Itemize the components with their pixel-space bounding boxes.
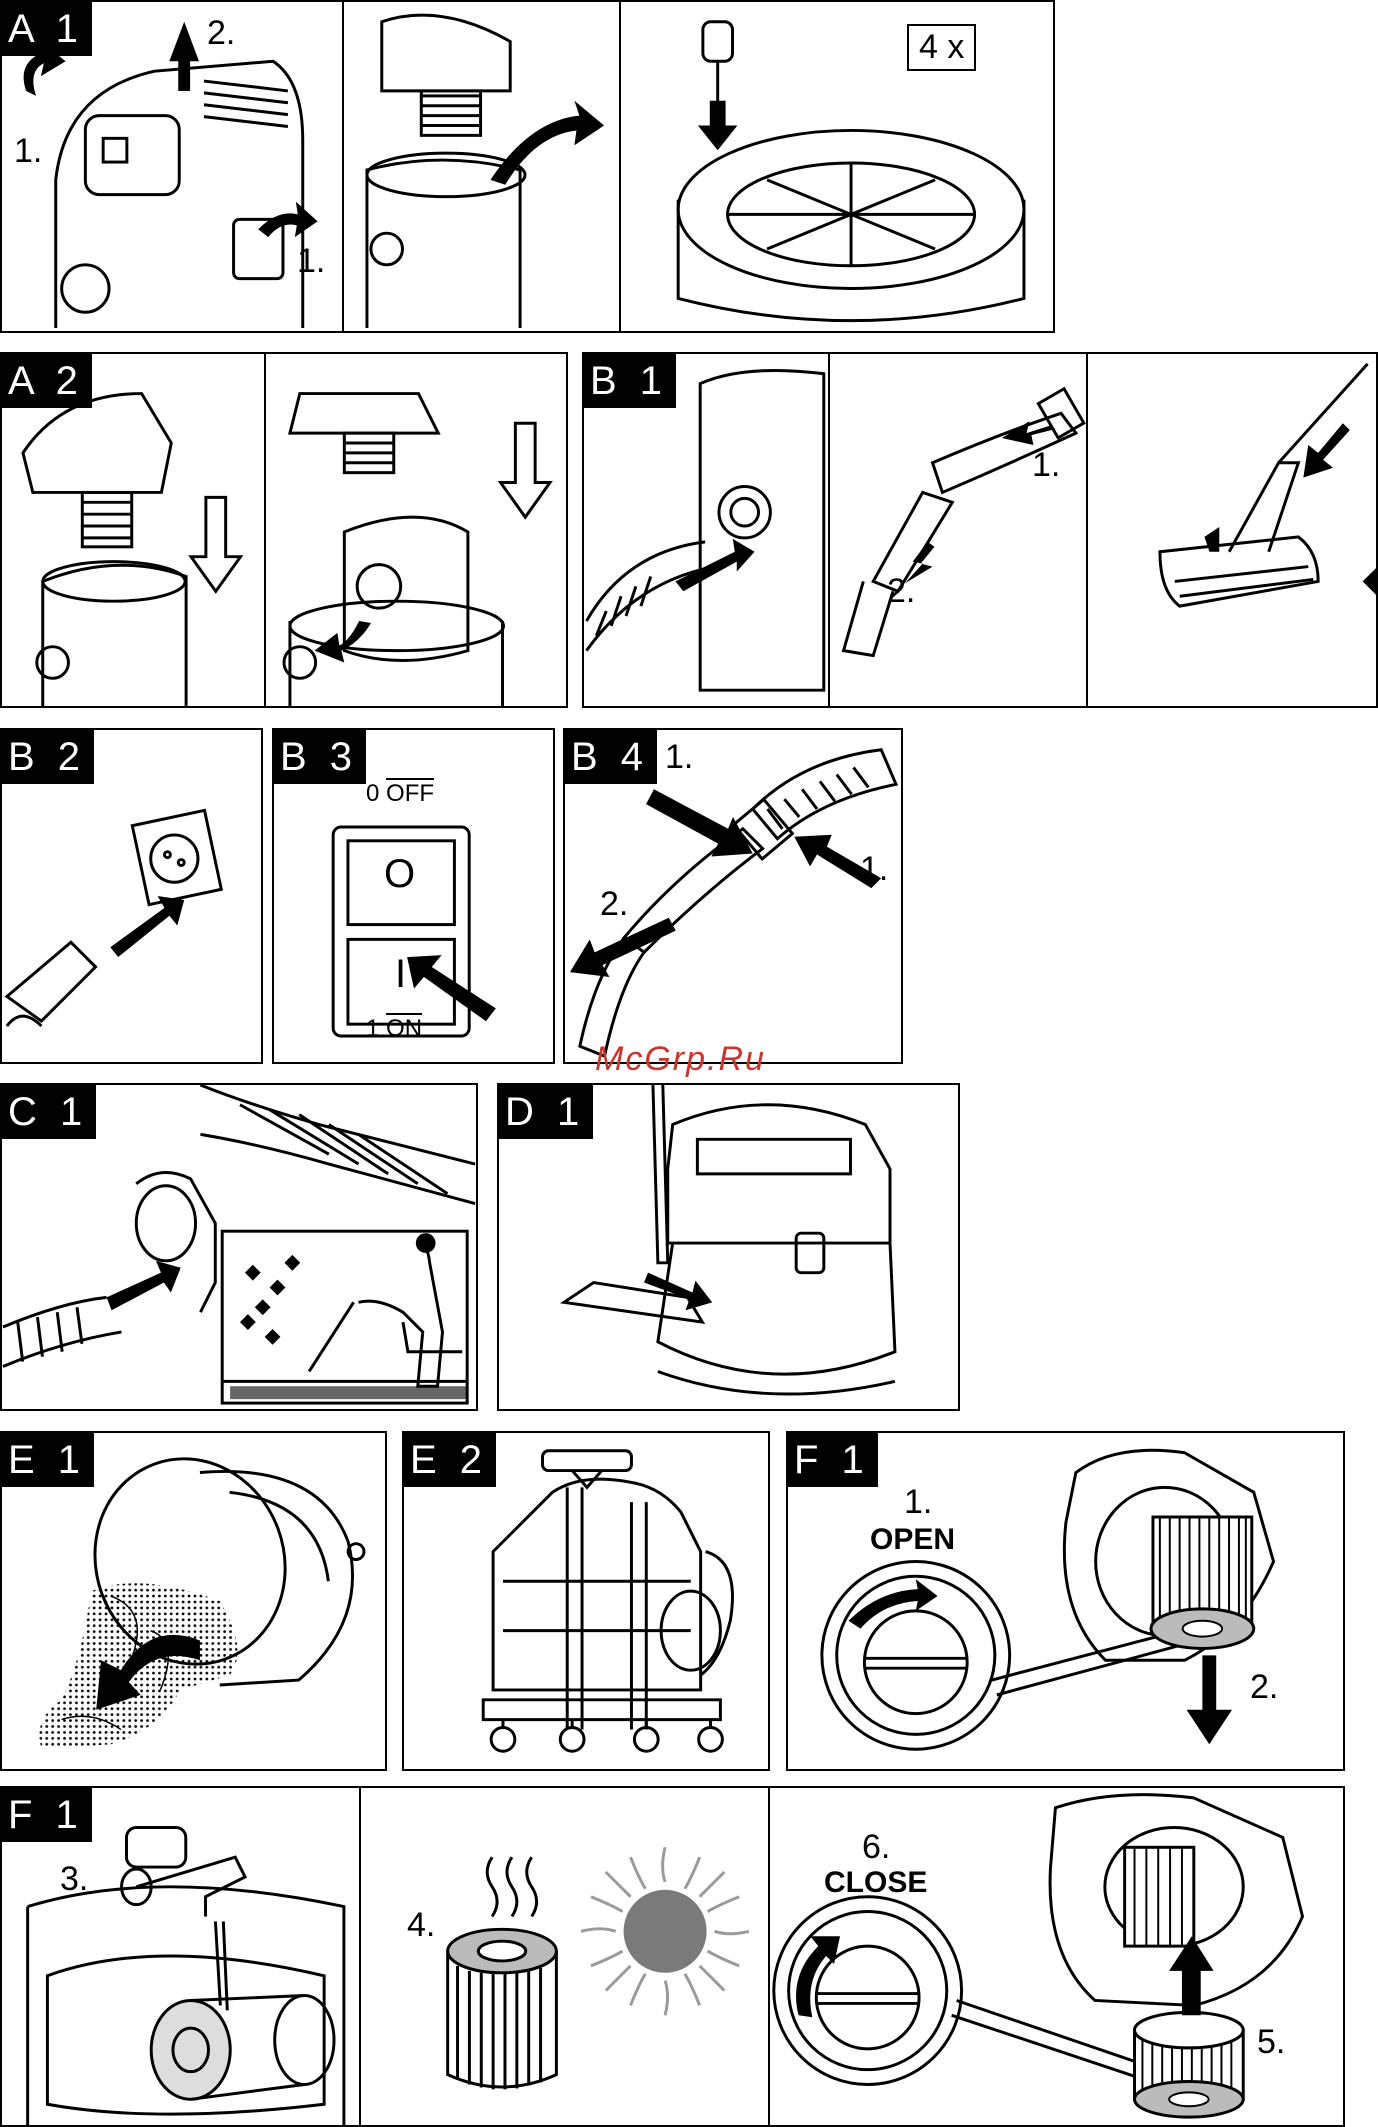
panel-tag: E 1	[2, 1433, 94, 1487]
switch-key-on[interactable]: I	[395, 952, 406, 997]
step-label: 2.	[887, 572, 915, 611]
step-label: 1.	[904, 1483, 932, 1522]
panel-tag: F 1	[2, 1788, 92, 1842]
step-label: 2.	[600, 885, 628, 924]
step-label: 1.	[1032, 446, 1060, 485]
panel-e1: E 1	[0, 1431, 387, 1771]
step-label: 1.	[14, 132, 42, 171]
b1-illustration	[584, 354, 1376, 706]
panel-a2: A 2	[0, 352, 568, 708]
step-label: 1.	[665, 738, 693, 777]
step-label: 1.	[860, 850, 888, 889]
step-label: 1.	[297, 242, 325, 281]
f1-bottom-illustration	[2, 1788, 1343, 2125]
panel-tag: D 1	[499, 1085, 593, 1139]
on-word: ON	[386, 1015, 422, 1042]
a1-illustration	[2, 2, 1053, 331]
watermark: McGrp.Ru	[595, 1040, 766, 1079]
panel-tag: B 3	[274, 730, 366, 784]
panel-b2: B 2	[0, 728, 263, 1064]
panel-b3: B 3 0 OFF O I 1 ON	[272, 728, 555, 1064]
panel-tag: B 4	[565, 730, 657, 784]
close-label: CLOSE	[824, 1866, 927, 1900]
panel-e2: E 2	[402, 1431, 770, 1771]
panel-tag: B 2	[2, 730, 94, 784]
panel-tag: A 2	[2, 354, 92, 408]
step-label: 4.	[407, 1906, 435, 1945]
step-label: 2.	[1250, 1668, 1278, 1707]
panel-tag: C 1	[2, 1085, 96, 1139]
switch-key-off[interactable]: O	[384, 852, 415, 897]
step-label: 6.	[862, 1828, 890, 1867]
panel-c1: C 1	[0, 1083, 478, 1411]
panel-b4: B 4 1. 1. 2.	[563, 728, 903, 1064]
panel-f1-remove-filter: F 1 1. OPEN 2.	[786, 1431, 1345, 1771]
panel-tag: B 1	[584, 354, 676, 408]
panel-tag: F 1	[788, 1433, 878, 1487]
switch-off-label: 0 OFF	[366, 780, 434, 808]
panel-tag: E 2	[404, 1433, 496, 1487]
panel-b1: B 1 1. 2.	[582, 352, 1378, 708]
panel-a1: A 1	[0, 0, 1055, 333]
panel-tag: A 1	[2, 2, 92, 56]
on-number: 1	[366, 1015, 379, 1042]
step-label: 2.	[207, 14, 235, 53]
off-word: OFF	[386, 780, 434, 807]
open-label: OPEN	[870, 1523, 955, 1557]
step-label: 5.	[1257, 2023, 1285, 2062]
step-label: 3.	[60, 1860, 88, 1899]
quantity-label: 4 x	[907, 24, 976, 71]
off-number: 0	[366, 780, 379, 807]
panel-d1: D 1	[497, 1083, 960, 1411]
switch-on-label: 1 ON	[366, 1015, 422, 1043]
panel-f1-clean-filter: F 1	[0, 1786, 1345, 2127]
